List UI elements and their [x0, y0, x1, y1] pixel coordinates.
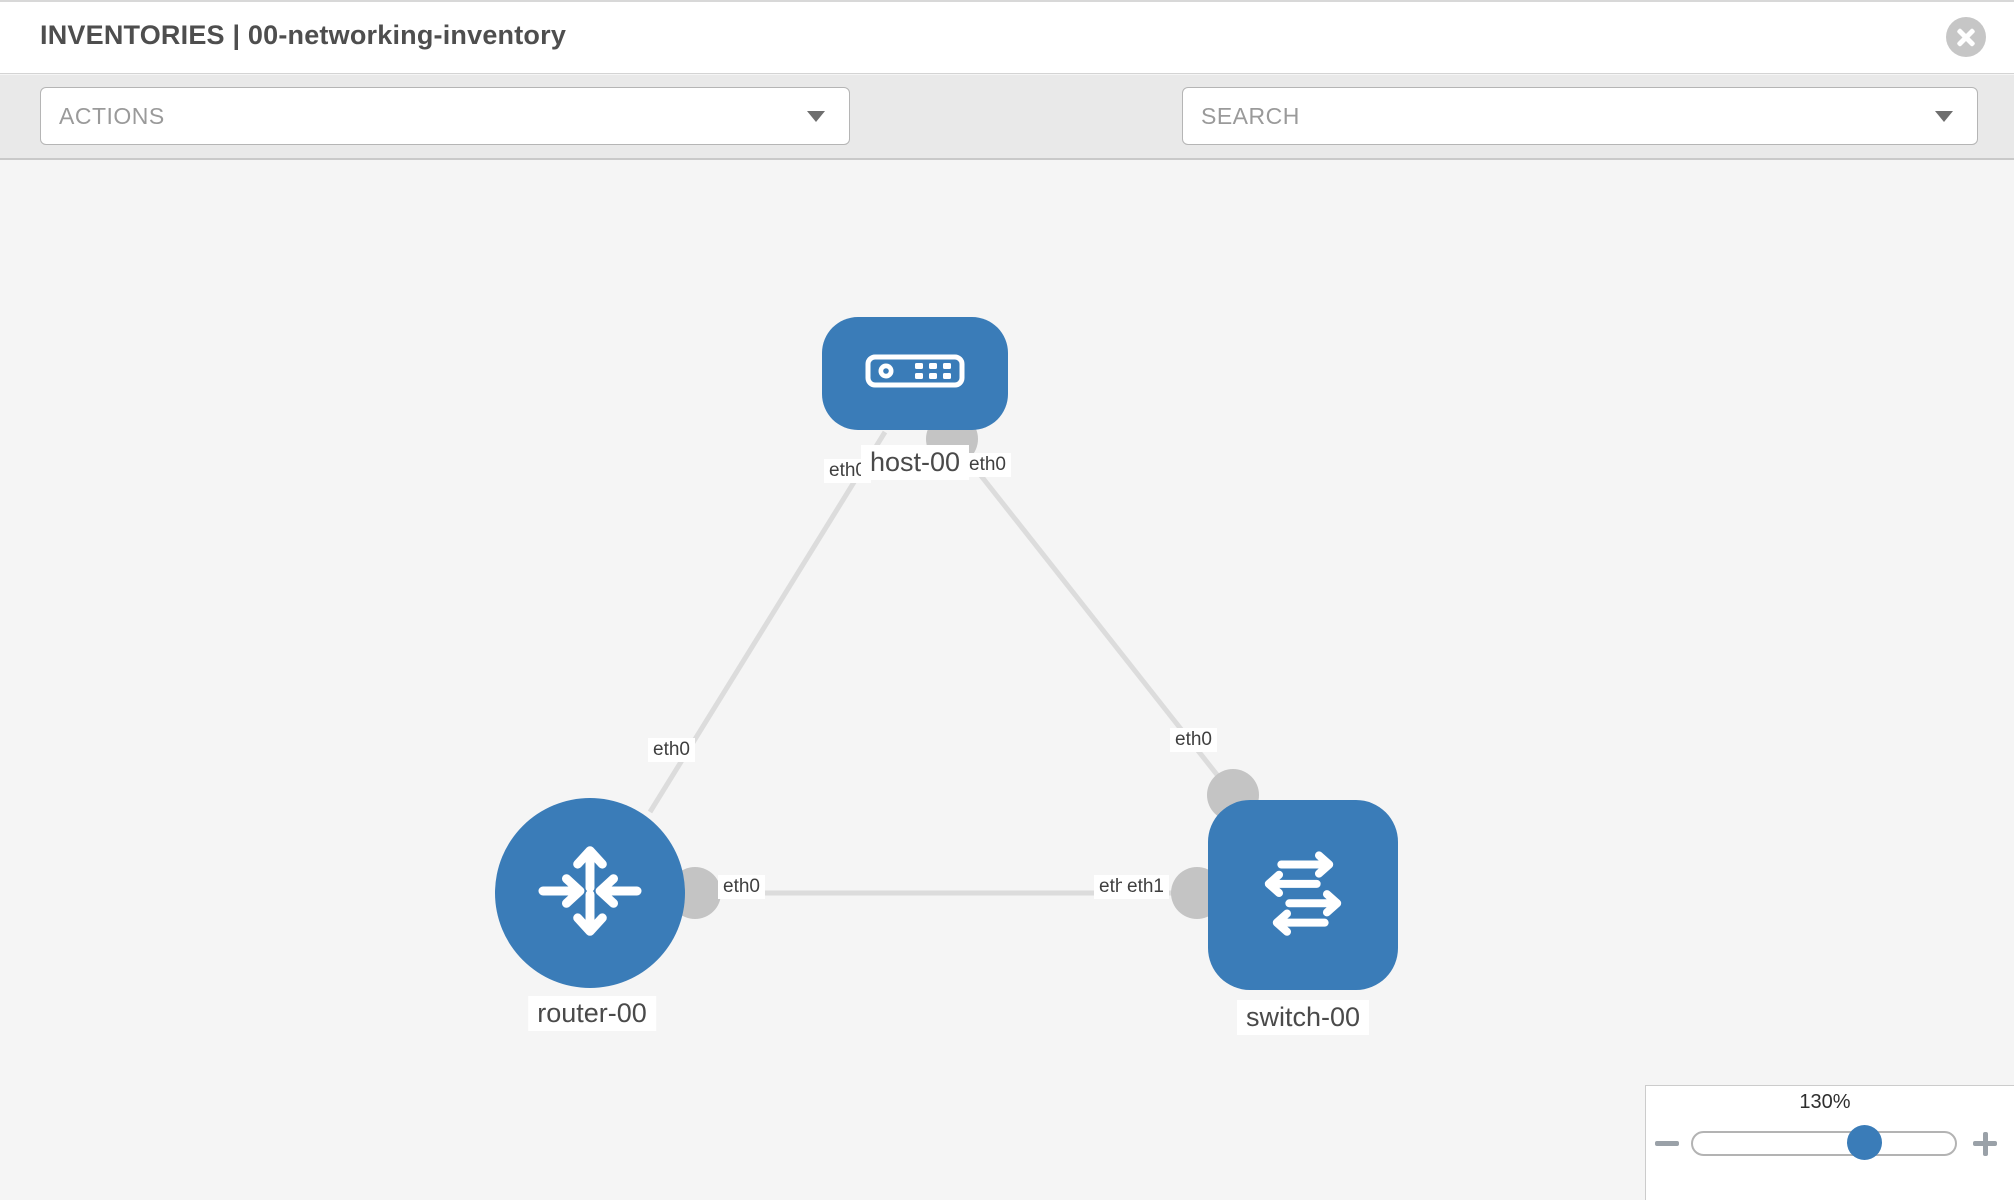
actions-dropdown[interactable]: ACTIONS	[40, 87, 850, 145]
switch-icon	[1246, 836, 1360, 955]
search-dropdown-label: SEARCH	[1201, 102, 1300, 129]
chevron-down-icon	[1935, 110, 1953, 122]
actions-dropdown-label: ACTIONS	[59, 102, 165, 129]
topology-links	[647, 430, 1235, 896]
node-label-router-00: router-00	[528, 996, 656, 1031]
host-icon	[865, 350, 965, 397]
iface-label-switch-eth1-left: eth1	[1122, 875, 1169, 899]
iface-label-router-eth0-right: eth0	[718, 875, 765, 899]
iface-label-switch-eth0-top: eth0	[1170, 728, 1217, 752]
router-icon	[534, 835, 646, 952]
close-button[interactable]	[1946, 17, 1986, 57]
page-title: INVENTORIES | 00-networking-inventory	[40, 20, 567, 50]
chevron-down-icon	[807, 110, 825, 122]
node-host-00[interactable]	[822, 317, 1008, 430]
node-label-host-00: host-00	[860, 445, 970, 480]
node-router-00[interactable]	[495, 798, 685, 988]
zoom-panel: 130%	[1645, 1085, 2014, 1200]
zoom-slider-track[interactable]	[1691, 1131, 1957, 1156]
toolbar: ACTIONS SEARCH	[0, 75, 2014, 210]
search-dropdown[interactable]: SEARCH	[1182, 87, 1978, 145]
page-header: INVENTORIES | 00-networking-inventory	[0, 2, 2014, 74]
node-switch-00[interactable]	[1208, 800, 1398, 990]
zoom-in-button[interactable]	[1970, 1129, 2000, 1157]
topology-canvas[interactable]: eth0 eth0 eth0 eth0 eth0 eth0 eth1 host-…	[0, 162, 2014, 1200]
zoom-slider-thumb[interactable]	[1847, 1125, 1882, 1160]
zoom-out-button[interactable]	[1652, 1129, 1682, 1157]
zoom-value: 130%	[1799, 1091, 1851, 1113]
node-label-switch-00: switch-00	[1236, 1000, 1370, 1035]
iface-label-router-eth0-top: eth0	[648, 738, 695, 762]
iface-label-host-eth0-right: eth0	[964, 453, 1011, 477]
iface-label-host-eth0-left: eth0	[824, 459, 871, 483]
